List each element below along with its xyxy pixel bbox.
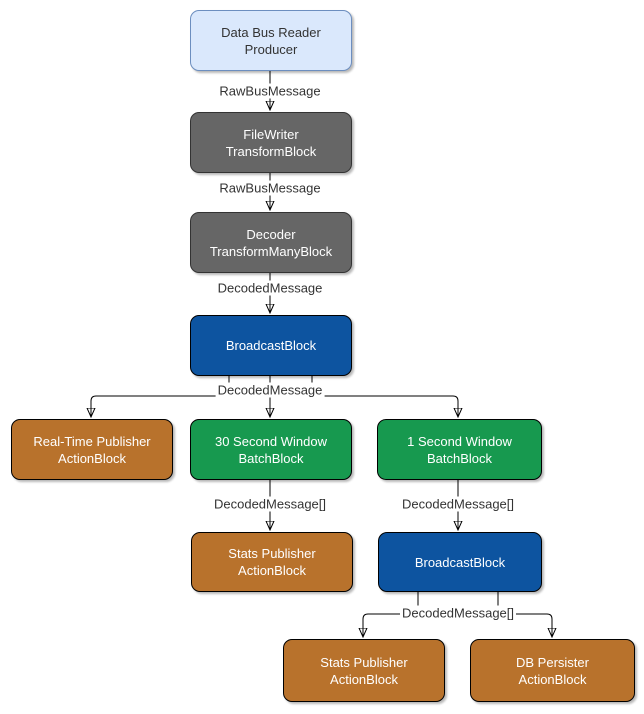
node-1-second-window-batchblock: 1 Second Window BatchBlock (377, 419, 542, 480)
edge-label-rawbusmessage-2: RawBusMessage (217, 180, 323, 196)
node-stats-publisher-actionblock-bottom: Stats Publisher ActionBlock (283, 639, 445, 702)
edge-broadcast1-to-realtime (91, 374, 230, 417)
edge-label-decodedmessage-1: DecodedMessage (215, 280, 325, 296)
edge-broadcast1-to-1sec (311, 374, 458, 417)
node-data-bus-reader-producer: Data Bus Reader Producer (190, 10, 352, 71)
node-db-persister-actionblock: DB Persister ActionBlock (470, 639, 635, 702)
edge-label-rawbusmessage-1: RawBusMessage (217, 83, 323, 99)
edge-label-decodedmessage-arr-1: DecodedMessage[] (211, 496, 329, 512)
edge-label-decodedmessage-arr-3: DecodedMessage[] (399, 605, 517, 621)
edge-label-decodedmessage-2: DecodedMessage (215, 382, 325, 398)
node-broadcastblock-1: BroadcastBlock (190, 315, 352, 376)
node-decoder-transformmanyblock: Decoder TransformManyBlock (190, 212, 352, 273)
edge-label-decodedmessage-arr-2: DecodedMessage[] (399, 496, 517, 512)
node-broadcastblock-2: BroadcastBlock (378, 532, 542, 592)
node-stats-publisher-actionblock-mid: Stats Publisher ActionBlock (191, 532, 353, 592)
node-30-second-window-batchblock: 30 Second Window BatchBlock (190, 419, 352, 480)
node-filewriter-transformblock: FileWriter TransformBlock (190, 112, 352, 173)
node-real-time-publisher-actionblock: Real-Time Publisher ActionBlock (11, 419, 173, 480)
